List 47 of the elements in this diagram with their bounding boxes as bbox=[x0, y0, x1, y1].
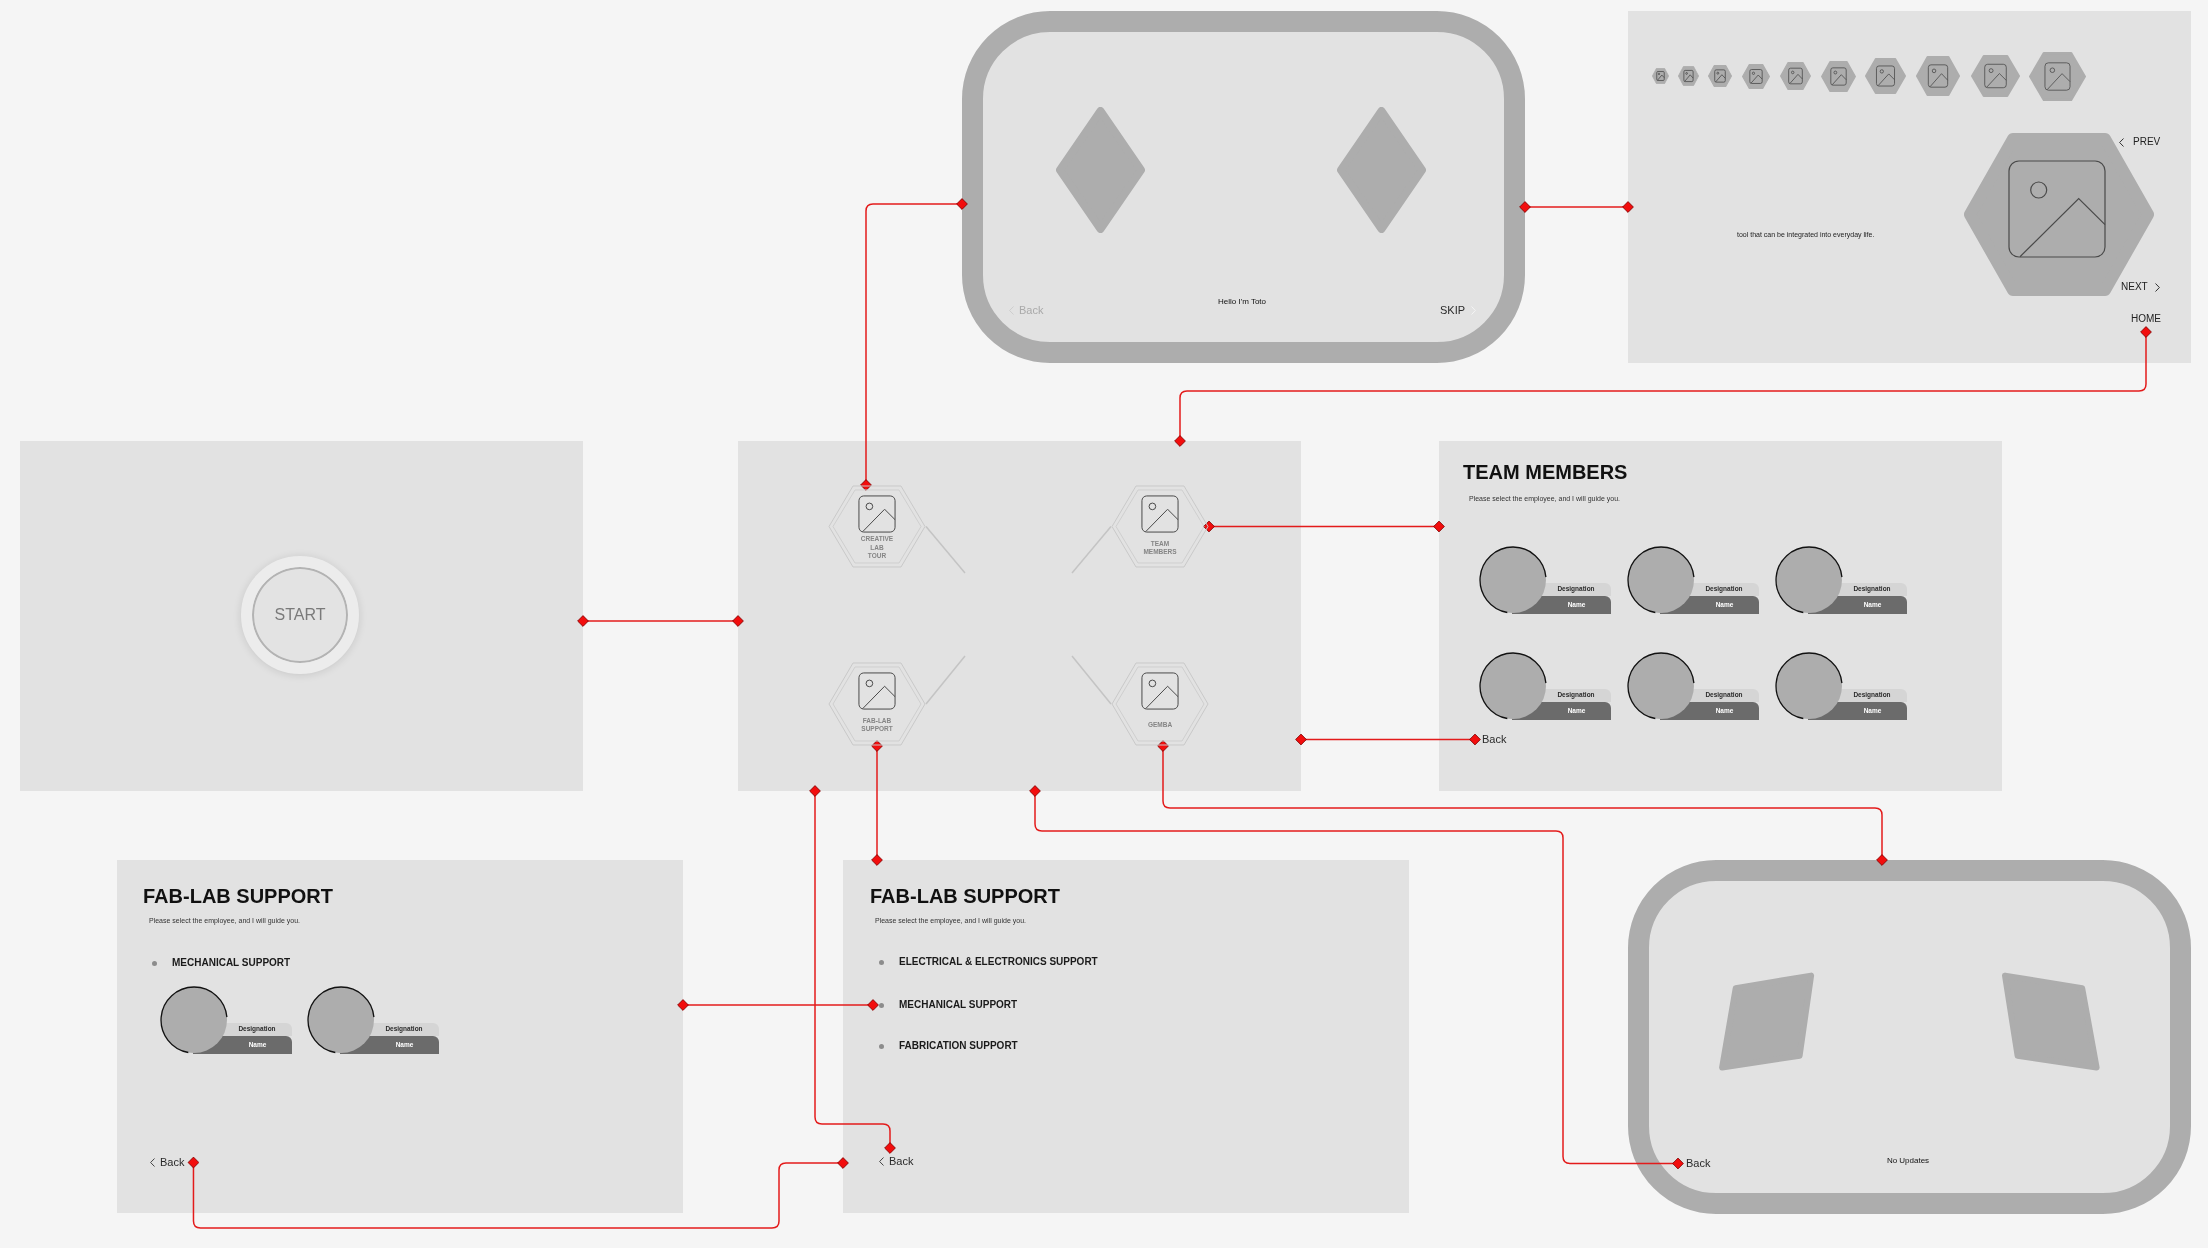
connector-line bbox=[1157, 740, 1888, 866]
dialog-text: No Updates bbox=[1886, 1157, 1930, 1165]
hexagon-menu-tile bbox=[1111, 485, 1209, 568]
screen-frame bbox=[20, 441, 583, 791]
hexagon-menu-tile bbox=[1111, 662, 1209, 746]
connector-line bbox=[1519, 201, 1634, 213]
screen-title: FAB-LAB SUPPORT bbox=[870, 886, 1060, 906]
back-label: Back bbox=[160, 1157, 185, 1168]
start-button: START bbox=[241, 556, 359, 674]
skip-label: SKIP bbox=[1440, 305, 1466, 316]
screen-frame bbox=[843, 860, 1409, 1213]
connector-line bbox=[1071, 655, 1112, 705]
connector-line bbox=[187, 1156, 849, 1229]
screen-frame bbox=[1439, 441, 2002, 791]
connector-line bbox=[871, 740, 883, 866]
next-label: NEXT bbox=[2121, 282, 2148, 292]
menu-option: FABRICATION SUPPORT bbox=[879, 1041, 1018, 1051]
hexagon-menu-tile bbox=[828, 485, 926, 568]
connector-line bbox=[577, 615, 744, 627]
screen-frame bbox=[1628, 11, 2191, 363]
home-label: HOME bbox=[2131, 314, 2161, 324]
connector-line bbox=[925, 525, 966, 574]
connector-line bbox=[1029, 785, 1684, 1170]
screen-title: TEAM MEMBERS bbox=[1463, 462, 1628, 482]
screen-title: FAB-LAB SUPPORT bbox=[143, 886, 333, 906]
robot-face-screen bbox=[1628, 860, 2191, 1214]
robot-face-screen bbox=[962, 11, 1525, 363]
connector-line bbox=[925, 655, 966, 705]
back-label: Back bbox=[1482, 734, 1507, 745]
connector-line bbox=[860, 198, 968, 491]
back-label: Back bbox=[1686, 1158, 1711, 1169]
connector-line bbox=[1071, 525, 1112, 574]
menu-option: ELECTRICAL & ELECTRONICS SUPPORT bbox=[879, 957, 1098, 967]
connector-line bbox=[1203, 520, 1445, 533]
back-label: Back bbox=[1019, 305, 1044, 316]
screen-frame bbox=[738, 441, 1301, 791]
menu-option: MECHANICAL SUPPORT bbox=[152, 958, 291, 968]
screen-frame bbox=[117, 860, 683, 1213]
connector-line bbox=[809, 785, 896, 1154]
back-label: Back bbox=[889, 1156, 914, 1167]
prev-label: PREV bbox=[2133, 137, 2161, 147]
hexagon-menu-tile bbox=[828, 662, 926, 746]
menu-option: MECHANICAL SUPPORT bbox=[873, 1000, 1018, 1010]
dialog-text: Hello I'm Toto bbox=[1217, 298, 1267, 306]
connector-line bbox=[1174, 326, 2152, 447]
connector-line bbox=[677, 999, 879, 1011]
connector-line bbox=[1295, 733, 1481, 746]
